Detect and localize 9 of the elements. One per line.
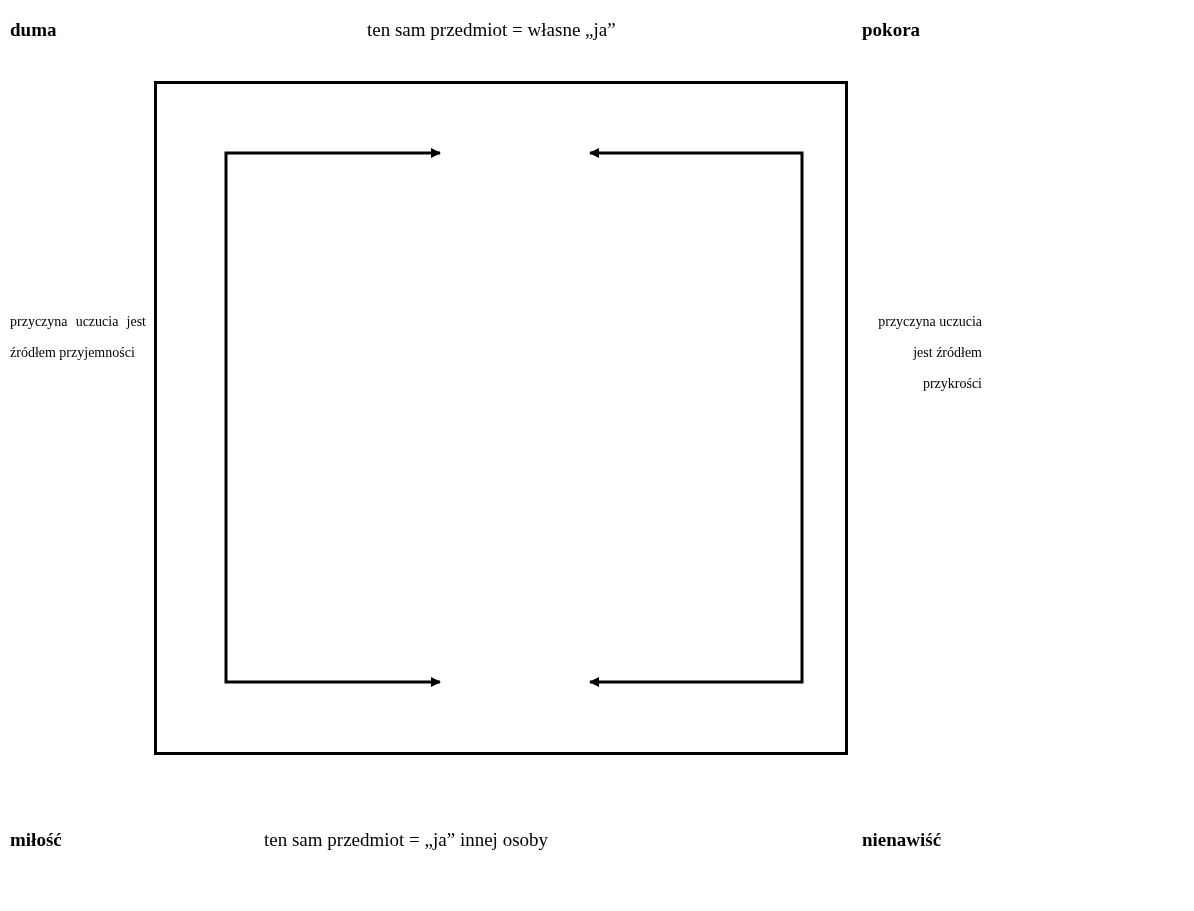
emotion-heading: miłość [10,828,62,852]
object-label: ten sam przedmiot = „ja” innej osoby [264,828,549,852]
square-frame [154,81,848,755]
cause-description: przyczyna uczucia jest źródłem przyjemności [10,313,146,362]
emotion-heading: pokora [862,18,921,42]
emotion-heading: duma [10,18,57,42]
cause-description: przyczyna uczucia jest źródłem przykrości [877,313,982,393]
object-label: ten sam przedmiot = własne „ja” [367,18,616,42]
emotion-heading: nienawiść [862,828,942,852]
